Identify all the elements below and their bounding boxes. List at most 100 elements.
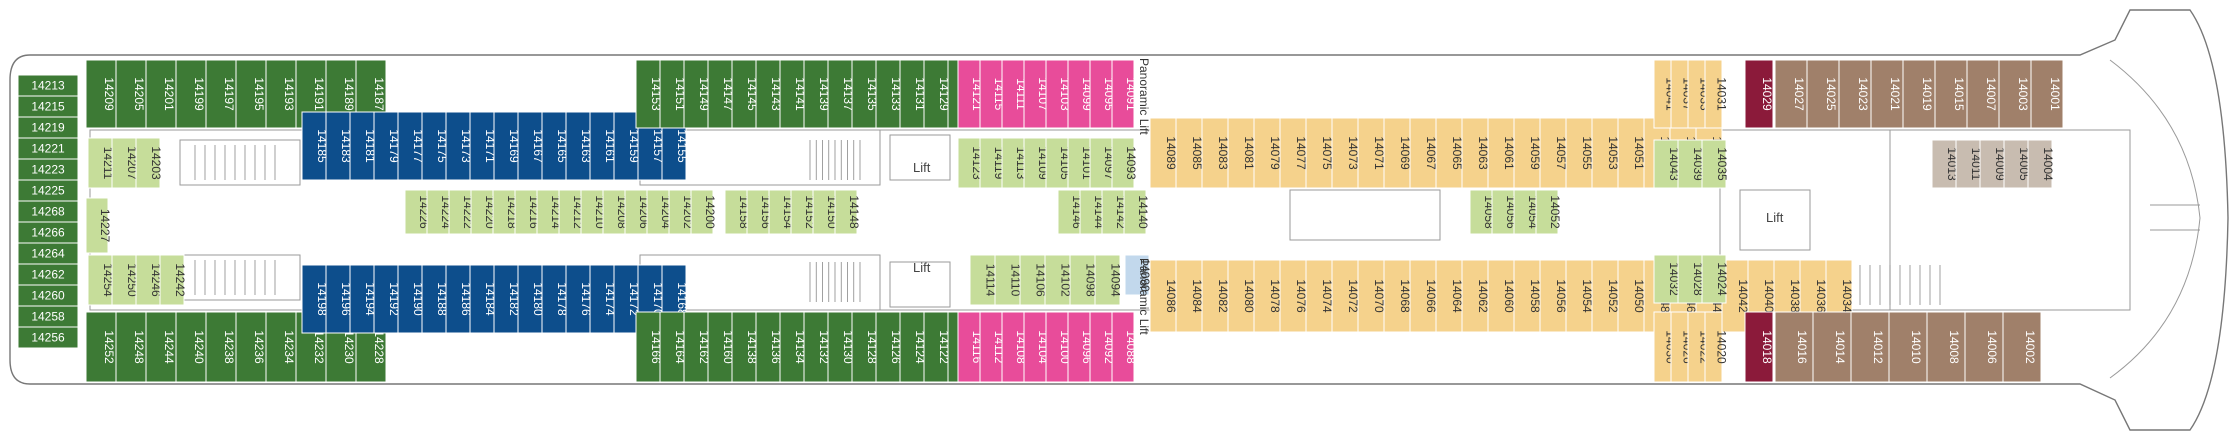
- cabin-14167[interactable]: 14167: [517, 111, 545, 181]
- cabin-14021[interactable]: 14021: [1870, 59, 1904, 129]
- cabin-14043[interactable]: 14043: [1653, 139, 1681, 189]
- cabin-14083[interactable]: 14083: [1201, 117, 1230, 189]
- cabin-14163[interactable]: 14163: [565, 111, 593, 181]
- cabin-14184[interactable]: 14184: [469, 264, 497, 334]
- cabin-14126[interactable]: 14126: [875, 311, 903, 383]
- cabin-14029[interactable]: 14029: [1744, 59, 1774, 129]
- cabin-14068[interactable]: 14068: [1383, 259, 1412, 333]
- cabin-14207[interactable]: 14207: [111, 137, 139, 189]
- cabin-14192[interactable]: 14192: [373, 264, 401, 334]
- cabin-14012[interactable]: 14012: [1850, 311, 1890, 383]
- cabin-14147[interactable]: 14147: [707, 59, 735, 129]
- cabin-14198[interactable]: 14198: [301, 264, 329, 334]
- cabin-14264[interactable]: 14264: [17, 242, 79, 265]
- cabin-14236[interactable]: 14236: [235, 311, 267, 383]
- cabin-14005[interactable]: 14005: [2003, 139, 2031, 189]
- cabin-14053[interactable]: 14053: [1591, 117, 1620, 189]
- cabin-14082[interactable]: 14082: [1201, 259, 1230, 333]
- cabin-14065[interactable]: 14065: [1435, 117, 1464, 189]
- cabin-14054[interactable]: 14054: [1565, 259, 1594, 333]
- cabin-14153[interactable]: 14153: [635, 59, 663, 129]
- cabin-14064[interactable]: 14064: [1435, 259, 1464, 333]
- cabin-14051[interactable]: 14051: [1617, 117, 1646, 189]
- cabin-14238[interactable]: 14238: [205, 311, 237, 383]
- cabin-14225[interactable]: 14225: [17, 179, 79, 202]
- cabin-14149[interactable]: 14149: [683, 59, 711, 129]
- cabin-14062[interactable]: 14062: [1461, 259, 1490, 333]
- cabin-14197[interactable]: 14197: [205, 59, 237, 129]
- cabin-14250[interactable]: 14250: [111, 254, 139, 306]
- cabin-14067[interactable]: 14067: [1409, 117, 1438, 189]
- cabin-14201[interactable]: 14201: [145, 59, 177, 129]
- cabin-14072[interactable]: 14072: [1331, 259, 1360, 333]
- cabin-14106[interactable]: 14106: [1019, 254, 1048, 306]
- cabin-14131[interactable]: 14131: [899, 59, 927, 129]
- cabin-14195[interactable]: 14195: [235, 59, 267, 129]
- cabin-14194[interactable]: 14194: [349, 264, 377, 334]
- cabin-14025[interactable]: 14025: [1806, 59, 1840, 129]
- cabin-14169[interactable]: 14169: [493, 111, 521, 181]
- cabin-14058[interactable]: 14058: [1513, 259, 1542, 333]
- cabin-14248[interactable]: 14248: [115, 311, 147, 383]
- cabin-14219[interactable]: 14219: [17, 116, 79, 139]
- cabin-14262[interactable]: 14262: [17, 263, 79, 286]
- cabin-14089[interactable]: 14089: [1149, 117, 1178, 189]
- cabin-14140[interactable]: 14140: [1123, 189, 1150, 235]
- cabin-14172[interactable]: 14172: [613, 264, 641, 334]
- cabin-14180[interactable]: 14180: [517, 264, 545, 334]
- cabin-14135[interactable]: 14135: [851, 59, 879, 129]
- cabin-14073[interactable]: 14073: [1331, 117, 1360, 189]
- cabin-14162[interactable]: 14162: [683, 311, 711, 383]
- cabin-14227[interactable]: 14227: [85, 197, 112, 254]
- cabin-14057[interactable]: 14057: [1539, 117, 1568, 189]
- cabin-14193[interactable]: 14193: [265, 59, 297, 129]
- cabin-14001[interactable]: 14001: [2030, 59, 2064, 129]
- cabin-14059[interactable]: 14059: [1513, 117, 1542, 189]
- cabin-14098[interactable]: 14098: [1069, 254, 1098, 306]
- cabin-14178[interactable]: 14178: [541, 264, 569, 334]
- cabin-14182[interactable]: 14182: [493, 264, 521, 334]
- cabin-14052[interactable]: 14052: [1535, 189, 1562, 235]
- cabin-14165[interactable]: 14165: [541, 111, 569, 181]
- cabin-14188[interactable]: 14188: [421, 264, 449, 334]
- cabin-14145[interactable]: 14145: [731, 59, 759, 129]
- cabin-14010[interactable]: 14010: [1888, 311, 1928, 383]
- cabin-14028[interactable]: 14028: [1677, 254, 1705, 304]
- cabin-14091[interactable]: 14091: [1111, 59, 1138, 129]
- cabin-14175[interactable]: 14175: [421, 111, 449, 181]
- cabin-14164[interactable]: 14164: [659, 311, 687, 383]
- cabin-14019[interactable]: 14019: [1902, 59, 1936, 129]
- cabin-14234[interactable]: 14234: [265, 311, 297, 383]
- cabin-14031[interactable]: 14031: [1704, 59, 1729, 129]
- cabin-14006[interactable]: 14006: [1964, 311, 2004, 383]
- cabin-14177[interactable]: 14177: [397, 111, 425, 181]
- cabin-14070[interactable]: 14070: [1357, 259, 1386, 333]
- cabin-14016[interactable]: 14016: [1774, 311, 1814, 383]
- cabin-14075[interactable]: 14075: [1305, 117, 1334, 189]
- cabin-14052[interactable]: 14052: [1591, 259, 1620, 333]
- cabin-14008[interactable]: 14008: [1926, 311, 1966, 383]
- cabin-14122[interactable]: 14122: [923, 311, 951, 383]
- cabin-14093[interactable]: 14093: [1111, 137, 1138, 189]
- cabin-14199[interactable]: 14199: [175, 59, 207, 129]
- cabin-14148[interactable]: 14148: [834, 189, 861, 235]
- cabin-14161[interactable]: 14161: [589, 111, 617, 181]
- cabin-14136[interactable]: 14136: [755, 311, 783, 383]
- cabin-14186[interactable]: 14186: [445, 264, 473, 334]
- cabin-14066[interactable]: 14066: [1409, 259, 1438, 333]
- cabin-14151[interactable]: 14151: [659, 59, 687, 129]
- cabin-14024[interactable]: 14024: [1701, 254, 1729, 304]
- cabin-14268[interactable]: 14268: [17, 200, 79, 223]
- cabin-14205[interactable]: 14205: [115, 59, 147, 129]
- cabin-14176[interactable]: 14176: [565, 264, 593, 334]
- cabin-14260[interactable]: 14260: [17, 284, 79, 307]
- cabin-14190[interactable]: 14190: [397, 264, 425, 334]
- cabin-14084[interactable]: 14084: [1175, 259, 1204, 333]
- cabin-14221[interactable]: 14221: [17, 137, 79, 160]
- cabin-14200[interactable]: 14200: [690, 189, 717, 235]
- cabin-14209[interactable]: 14209: [85, 59, 117, 129]
- cabin-14173[interactable]: 14173: [445, 111, 473, 181]
- cabin-14009[interactable]: 14009: [1979, 139, 2007, 189]
- cabin-14090[interactable]: 14090: [1124, 254, 1152, 296]
- cabin-14215[interactable]: 14215: [17, 95, 79, 118]
